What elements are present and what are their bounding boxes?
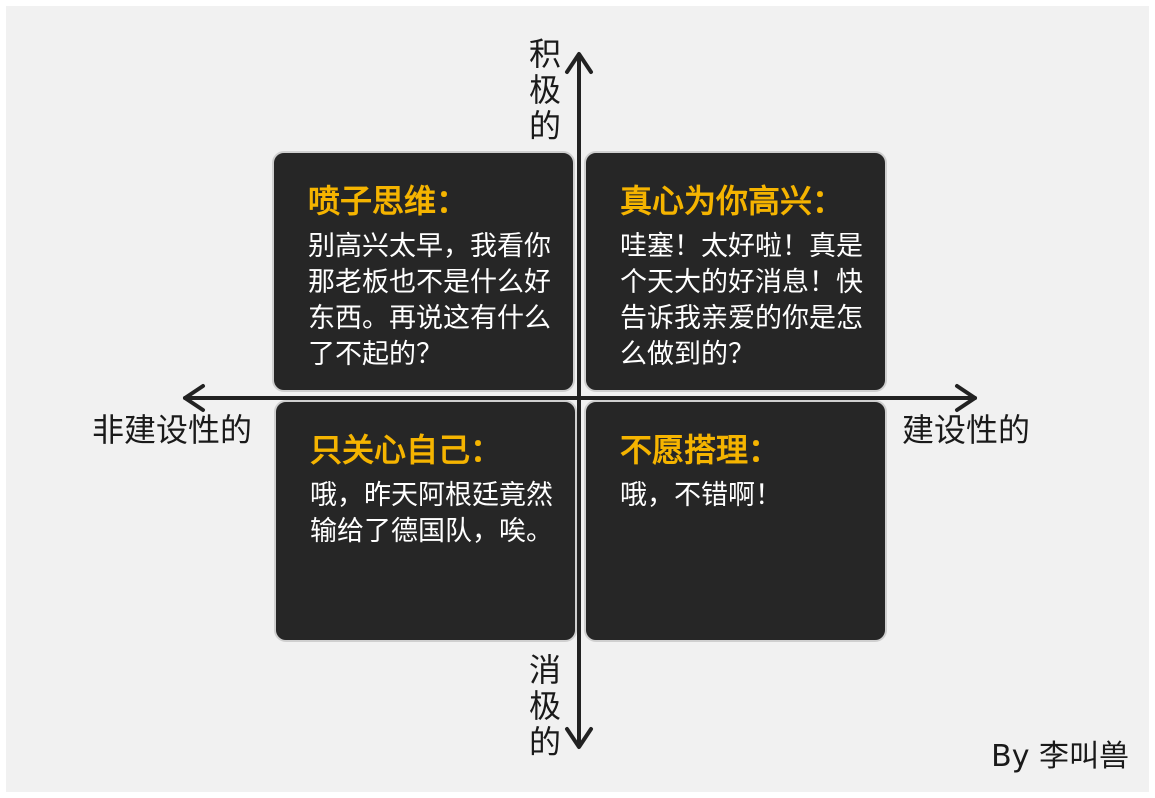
quadrant-bottom-left: 只关心自己： 哦，昨天阿根廷竟然输给了德国队，唉。 (274, 400, 577, 642)
quadrant-body: 哦，不错啊！ (620, 480, 782, 511)
vertical-axis-arrow-up (565, 52, 593, 74)
quadrant-top-right: 真心为你高兴： 哇塞！太好啦！真是个天大的好消息！快告诉我亲爱的你是怎么做到的？ (584, 151, 887, 392)
quadrant-title: 真心为你高兴： (620, 182, 845, 220)
axis-label-constructive: 建设性的 (902, 411, 1031, 449)
vertical-axis-arrow-down (565, 727, 593, 749)
quadrant-body: 哦，昨天阿根廷竟然输给了德国队，唉。 (310, 480, 553, 547)
axis-label-negative: 消极的 (528, 651, 561, 761)
horizontal-axis-arrow-right (955, 384, 977, 412)
quadrant-body: 哇塞！太好啦！真是个天大的好消息！快告诉我亲爱的你是怎么做到的？ (620, 231, 863, 370)
quadrant-title: 喷子思维： (308, 182, 469, 220)
quadrant-title: 不愿搭理： (620, 431, 781, 469)
horizontal-axis-arrow-left (183, 384, 205, 412)
axis-label-non-constructive: 非建设性的 (92, 411, 253, 449)
quadrant-body: 别高兴太早，我看你那老板也不是什么好东西。再说这有什么了不起的？ (308, 231, 551, 370)
quadrant-top-left: 喷子思维： 别高兴太早，我看你那老板也不是什么好东西。再说这有什么了不起的？ (272, 151, 575, 392)
quadrant-bottom-right: 不愿搭理： 哦，不错啊！ (584, 400, 887, 642)
quadrant-title: 只关心自己： (310, 431, 503, 469)
author-credit: By 李叫兽 (991, 739, 1129, 774)
axis-label-positive: 积极的 (528, 35, 561, 145)
